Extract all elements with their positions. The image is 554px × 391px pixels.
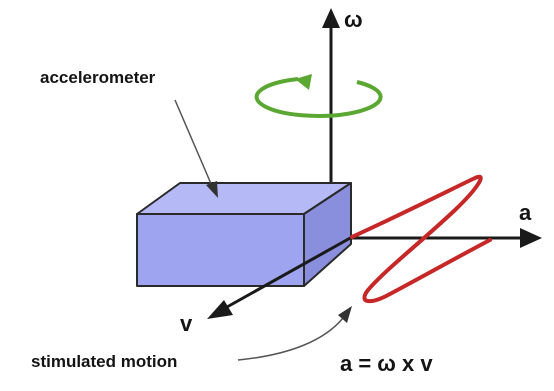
accelerometer-pointer-line — [174, 99, 213, 187]
stimulated-motion-label: stimulated motion — [31, 352, 177, 371]
rotation-arrow-icon — [254, 74, 383, 118]
omega-axis-label: ω — [344, 7, 363, 32]
accelerometer-label: accelerometer — [40, 68, 156, 87]
equation-label: a = ω x v — [340, 351, 433, 376]
accelerometer-pointer-arrowhead — [206, 181, 218, 198]
a-axis-label: a — [519, 200, 532, 225]
motion-pointer-arrowhead — [338, 306, 352, 323]
stimulated-motion-path — [350, 174, 492, 303]
v-axis-arrowhead — [207, 300, 233, 319]
box-front-face — [136, 213, 305, 287]
accelerometer-box — [136, 182, 352, 287]
v-axis — [226, 235, 353, 309]
motion-pointer-line — [237, 317, 344, 361]
v-axis-label: v — [180, 311, 193, 336]
omega-axis-arrowhead — [322, 8, 340, 28]
a-axis-arrowhead — [520, 228, 542, 248]
